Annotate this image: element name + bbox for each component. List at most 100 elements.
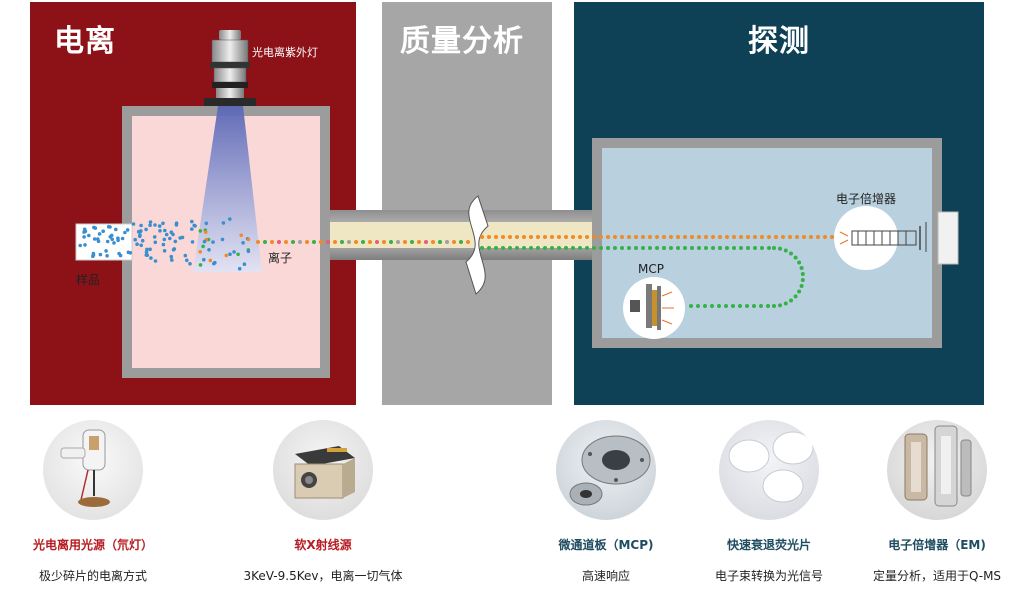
particle-dot bbox=[333, 240, 337, 244]
particle-dot bbox=[228, 252, 232, 256]
detection-port bbox=[937, 211, 959, 265]
particle-dot bbox=[725, 246, 729, 250]
particle-dot bbox=[164, 232, 169, 237]
particle-dot bbox=[207, 248, 211, 252]
product-electron-multiplier: 电子倍增器（EM) 定量分析，适用于Q-MS bbox=[847, 420, 1027, 584]
particle-dot bbox=[578, 235, 582, 239]
particle-dot bbox=[704, 235, 708, 239]
product-name: 快速衰退荧光片 bbox=[726, 538, 811, 552]
particle-dot bbox=[627, 246, 631, 250]
particle-dot bbox=[564, 246, 568, 250]
particle-dot bbox=[799, 266, 804, 270]
product-deuterium-lamp: 光电离用光源（氘灯） 极少碎片的电离方式 bbox=[3, 420, 183, 584]
particle-dot bbox=[82, 235, 86, 239]
particle-dot bbox=[725, 235, 729, 239]
particle-dot bbox=[403, 240, 407, 244]
particle-dot bbox=[690, 235, 694, 239]
particle-dot bbox=[696, 304, 700, 308]
particle-dot bbox=[606, 246, 610, 250]
particle-dot bbox=[759, 304, 763, 308]
particle-dot bbox=[169, 254, 174, 259]
particle-dot bbox=[704, 246, 708, 250]
particle-dot bbox=[752, 304, 756, 308]
particle-dot bbox=[105, 254, 109, 258]
particle-dot bbox=[669, 246, 673, 250]
particle-dot bbox=[487, 235, 491, 239]
particle-dot bbox=[648, 235, 652, 239]
particle-dot bbox=[529, 235, 533, 239]
particle-dot bbox=[110, 237, 114, 242]
particle-dot bbox=[96, 237, 100, 241]
particle-dot bbox=[718, 235, 722, 239]
product-desc: 3KeV-9.5Kev，电离一切气体 bbox=[243, 569, 403, 583]
particle-dot bbox=[157, 224, 162, 228]
product-name: 微通道板（MCP) bbox=[558, 538, 654, 552]
particle-dot bbox=[202, 257, 206, 262]
particle-dot bbox=[106, 224, 111, 229]
particle-dot bbox=[211, 240, 215, 244]
particle-dot bbox=[424, 240, 428, 244]
particle-dot bbox=[438, 240, 442, 244]
particle-dot bbox=[198, 250, 202, 254]
particle-dot bbox=[224, 253, 229, 258]
particle-dot bbox=[174, 223, 179, 227]
uv-lamp-icon bbox=[204, 30, 256, 106]
particle-dot bbox=[745, 304, 749, 308]
particle-dot bbox=[717, 304, 721, 308]
mcp-detector-icon bbox=[623, 277, 685, 339]
particle-dot bbox=[789, 251, 793, 256]
particle-dot bbox=[232, 250, 236, 254]
particle-dot bbox=[347, 240, 351, 244]
drift-tube-inner bbox=[320, 222, 620, 248]
ion-label: 离子 bbox=[268, 251, 293, 265]
product-mcp: 微通道板（MCP) 高速响应 bbox=[516, 420, 696, 584]
particle-dot bbox=[809, 235, 813, 239]
ionization-title: 电离 bbox=[54, 24, 116, 59]
particle-dot bbox=[746, 246, 750, 250]
particle-dot bbox=[711, 235, 715, 239]
particle-dot bbox=[515, 235, 519, 239]
particle-dot bbox=[655, 235, 659, 239]
particle-dot bbox=[753, 246, 757, 250]
particle-dot bbox=[585, 235, 589, 239]
particle-dot bbox=[123, 230, 127, 235]
particle-dot bbox=[138, 233, 142, 237]
particle-dot bbox=[774, 235, 778, 239]
product-desc: 定量分析，适用于Q-MS bbox=[872, 569, 1002, 583]
particle-dot bbox=[797, 260, 802, 265]
particle-dot bbox=[731, 304, 735, 308]
particle-dot bbox=[676, 235, 680, 239]
particle-dot bbox=[459, 240, 463, 244]
particle-dot bbox=[620, 235, 624, 239]
particle-dot bbox=[104, 249, 108, 253]
particle-dot bbox=[781, 235, 785, 239]
particle-dot bbox=[97, 232, 102, 236]
particle-dot bbox=[585, 246, 589, 250]
particle-dot bbox=[87, 233, 91, 238]
particle-dot bbox=[112, 241, 116, 245]
product-desc: 高速响应 bbox=[581, 569, 630, 583]
particle-dot bbox=[536, 235, 540, 239]
product-name: 软X射线源 bbox=[294, 538, 352, 552]
particle-dot bbox=[452, 240, 456, 244]
particle-dot bbox=[241, 241, 245, 245]
particle-dot bbox=[105, 239, 110, 244]
particle-dot bbox=[494, 246, 498, 250]
particle-dot bbox=[354, 240, 358, 244]
particle-dot bbox=[480, 235, 484, 239]
particle-dot bbox=[641, 246, 645, 250]
particle-dot bbox=[739, 235, 743, 239]
particle-dot bbox=[634, 246, 638, 250]
particle-dot bbox=[396, 240, 400, 244]
particle-dot bbox=[172, 247, 177, 251]
particle-dot bbox=[202, 239, 207, 244]
particle-dot bbox=[536, 246, 540, 250]
particle-dot bbox=[144, 227, 148, 232]
particle-dot bbox=[816, 235, 820, 239]
electron-multiplier-label: 电子倍增器 bbox=[836, 192, 897, 206]
particle-dot bbox=[204, 221, 209, 226]
particle-dot bbox=[198, 229, 203, 233]
particle-dot bbox=[148, 247, 152, 252]
particle-dot bbox=[606, 235, 610, 239]
particle-dot bbox=[153, 223, 157, 227]
